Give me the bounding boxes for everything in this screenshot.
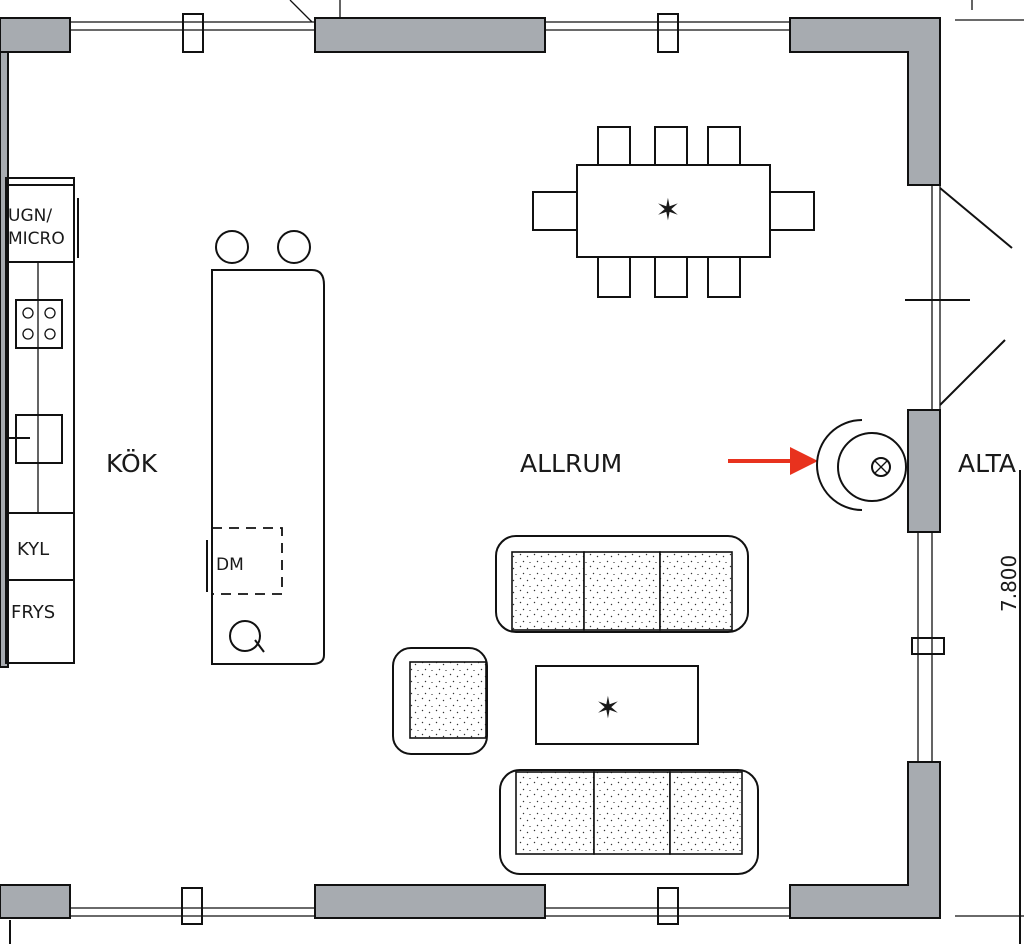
walls <box>0 17 941 919</box>
armchair <box>392 647 488 755</box>
fireplace-icon[interactable] <box>816 419 907 511</box>
coffee-table: ✶ <box>535 665 699 745</box>
sink-icon <box>8 414 63 464</box>
kitchen-counter: UGN/ MICRO KYL FRYS <box>5 177 79 664</box>
patio-label: ALTA <box>958 449 1016 478</box>
windows <box>70 0 945 925</box>
oven-label: UGN/ <box>8 206 52 226</box>
fridge-label: KYL <box>17 539 49 560</box>
plant-icon-2: ✶ <box>595 691 620 726</box>
dishwasher-label: DM <box>216 555 244 575</box>
oven-label-2: MICRO <box>8 229 65 249</box>
freezer-label: FRYS <box>11 602 55 623</box>
sofa-top <box>495 535 749 633</box>
red-arrow-icon <box>728 447 818 475</box>
dimension-label: 7.800 <box>997 555 1021 612</box>
kitchen-label: KÖK <box>106 449 158 478</box>
island-sink-icon <box>229 620 265 653</box>
stove-icon <box>15 299 63 349</box>
kitchen-island: DM <box>206 230 325 665</box>
sofa-bottom <box>499 769 759 875</box>
living-room-label: ALLRUM <box>520 449 622 478</box>
plant-icon: ✶ <box>655 193 680 228</box>
dining-set: ✶ <box>532 126 815 298</box>
patio-doors[interactable] <box>9 0 1024 944</box>
